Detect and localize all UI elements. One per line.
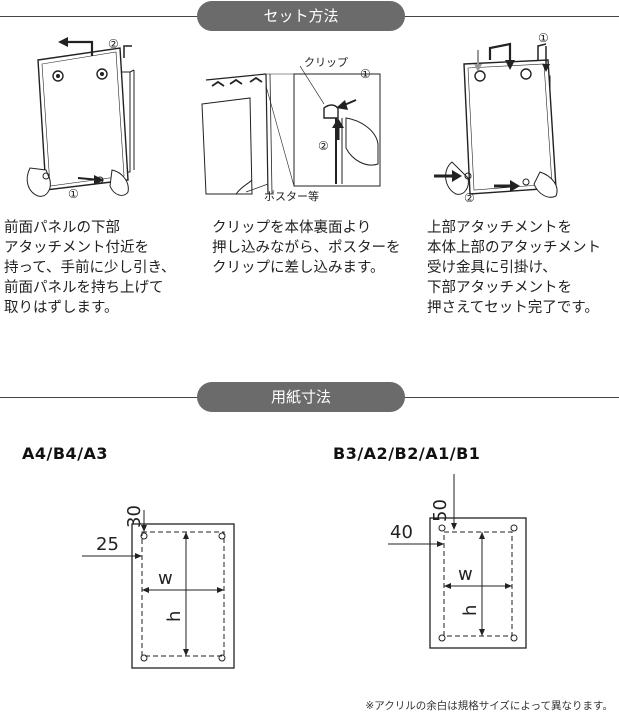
step1-badge-1: ①	[68, 187, 79, 201]
h-label-large: h	[460, 605, 481, 616]
step2-badge-1: ①	[360, 67, 371, 81]
size-group-title-small: A4/B4/A3	[22, 444, 109, 463]
w-label-large: w	[458, 564, 473, 585]
section-title-paper: 用紙寸法	[197, 382, 405, 412]
clip-label: クリップ	[304, 56, 348, 69]
side-margin-label-small: 25	[96, 534, 119, 555]
step2-description: クリップを本体裏面より 押し込みながら、ポスターを クリップに差し込みます。	[212, 220, 401, 276]
step1-illustration: ② ①	[26, 37, 135, 201]
top-margin-label-large: 50	[430, 499, 451, 522]
section-divider-left	[0, 16, 200, 17]
paper-diagram-large: 50 40 w h	[388, 474, 527, 649]
top-margin-label-small: 30	[124, 505, 145, 528]
paper-diagram-small: 30 25 w h	[82, 505, 235, 669]
section-title-setup: セット方法	[197, 1, 405, 31]
w-label-small: w	[158, 568, 173, 589]
step3-illustration: ① ②	[434, 31, 558, 202]
step3-badge-2: ②	[464, 191, 475, 202]
step2-badge-2: ②	[318, 139, 329, 153]
size-group-title-large: B3/A2/B2/A1/B1	[333, 444, 481, 463]
footnote: ※アクリルの余白は規格サイズによって異なります。	[365, 700, 613, 712]
h-label-small: h	[164, 611, 185, 622]
step2-illustration: クリップ ① ② ポスター等	[201, 56, 381, 203]
step1-description: 前面パネルの下部 アタッチメント付近を 持って、手前に少し引き、 前面パネルを持…	[4, 220, 176, 316]
step3-description: 上部アタッチメントを 本体上部のアタッチメント 受け金具に引掛け、 下部アタッチ…	[427, 220, 601, 316]
poster-label: ポスター等	[264, 189, 319, 203]
section-divider-right	[400, 16, 619, 17]
section-divider-left-2	[0, 397, 200, 398]
section-divider-right-2	[400, 397, 619, 398]
step3-badge-1: ①	[538, 31, 549, 45]
side-margin-label-large: 40	[390, 522, 413, 543]
step1-badge-2: ②	[108, 37, 119, 51]
